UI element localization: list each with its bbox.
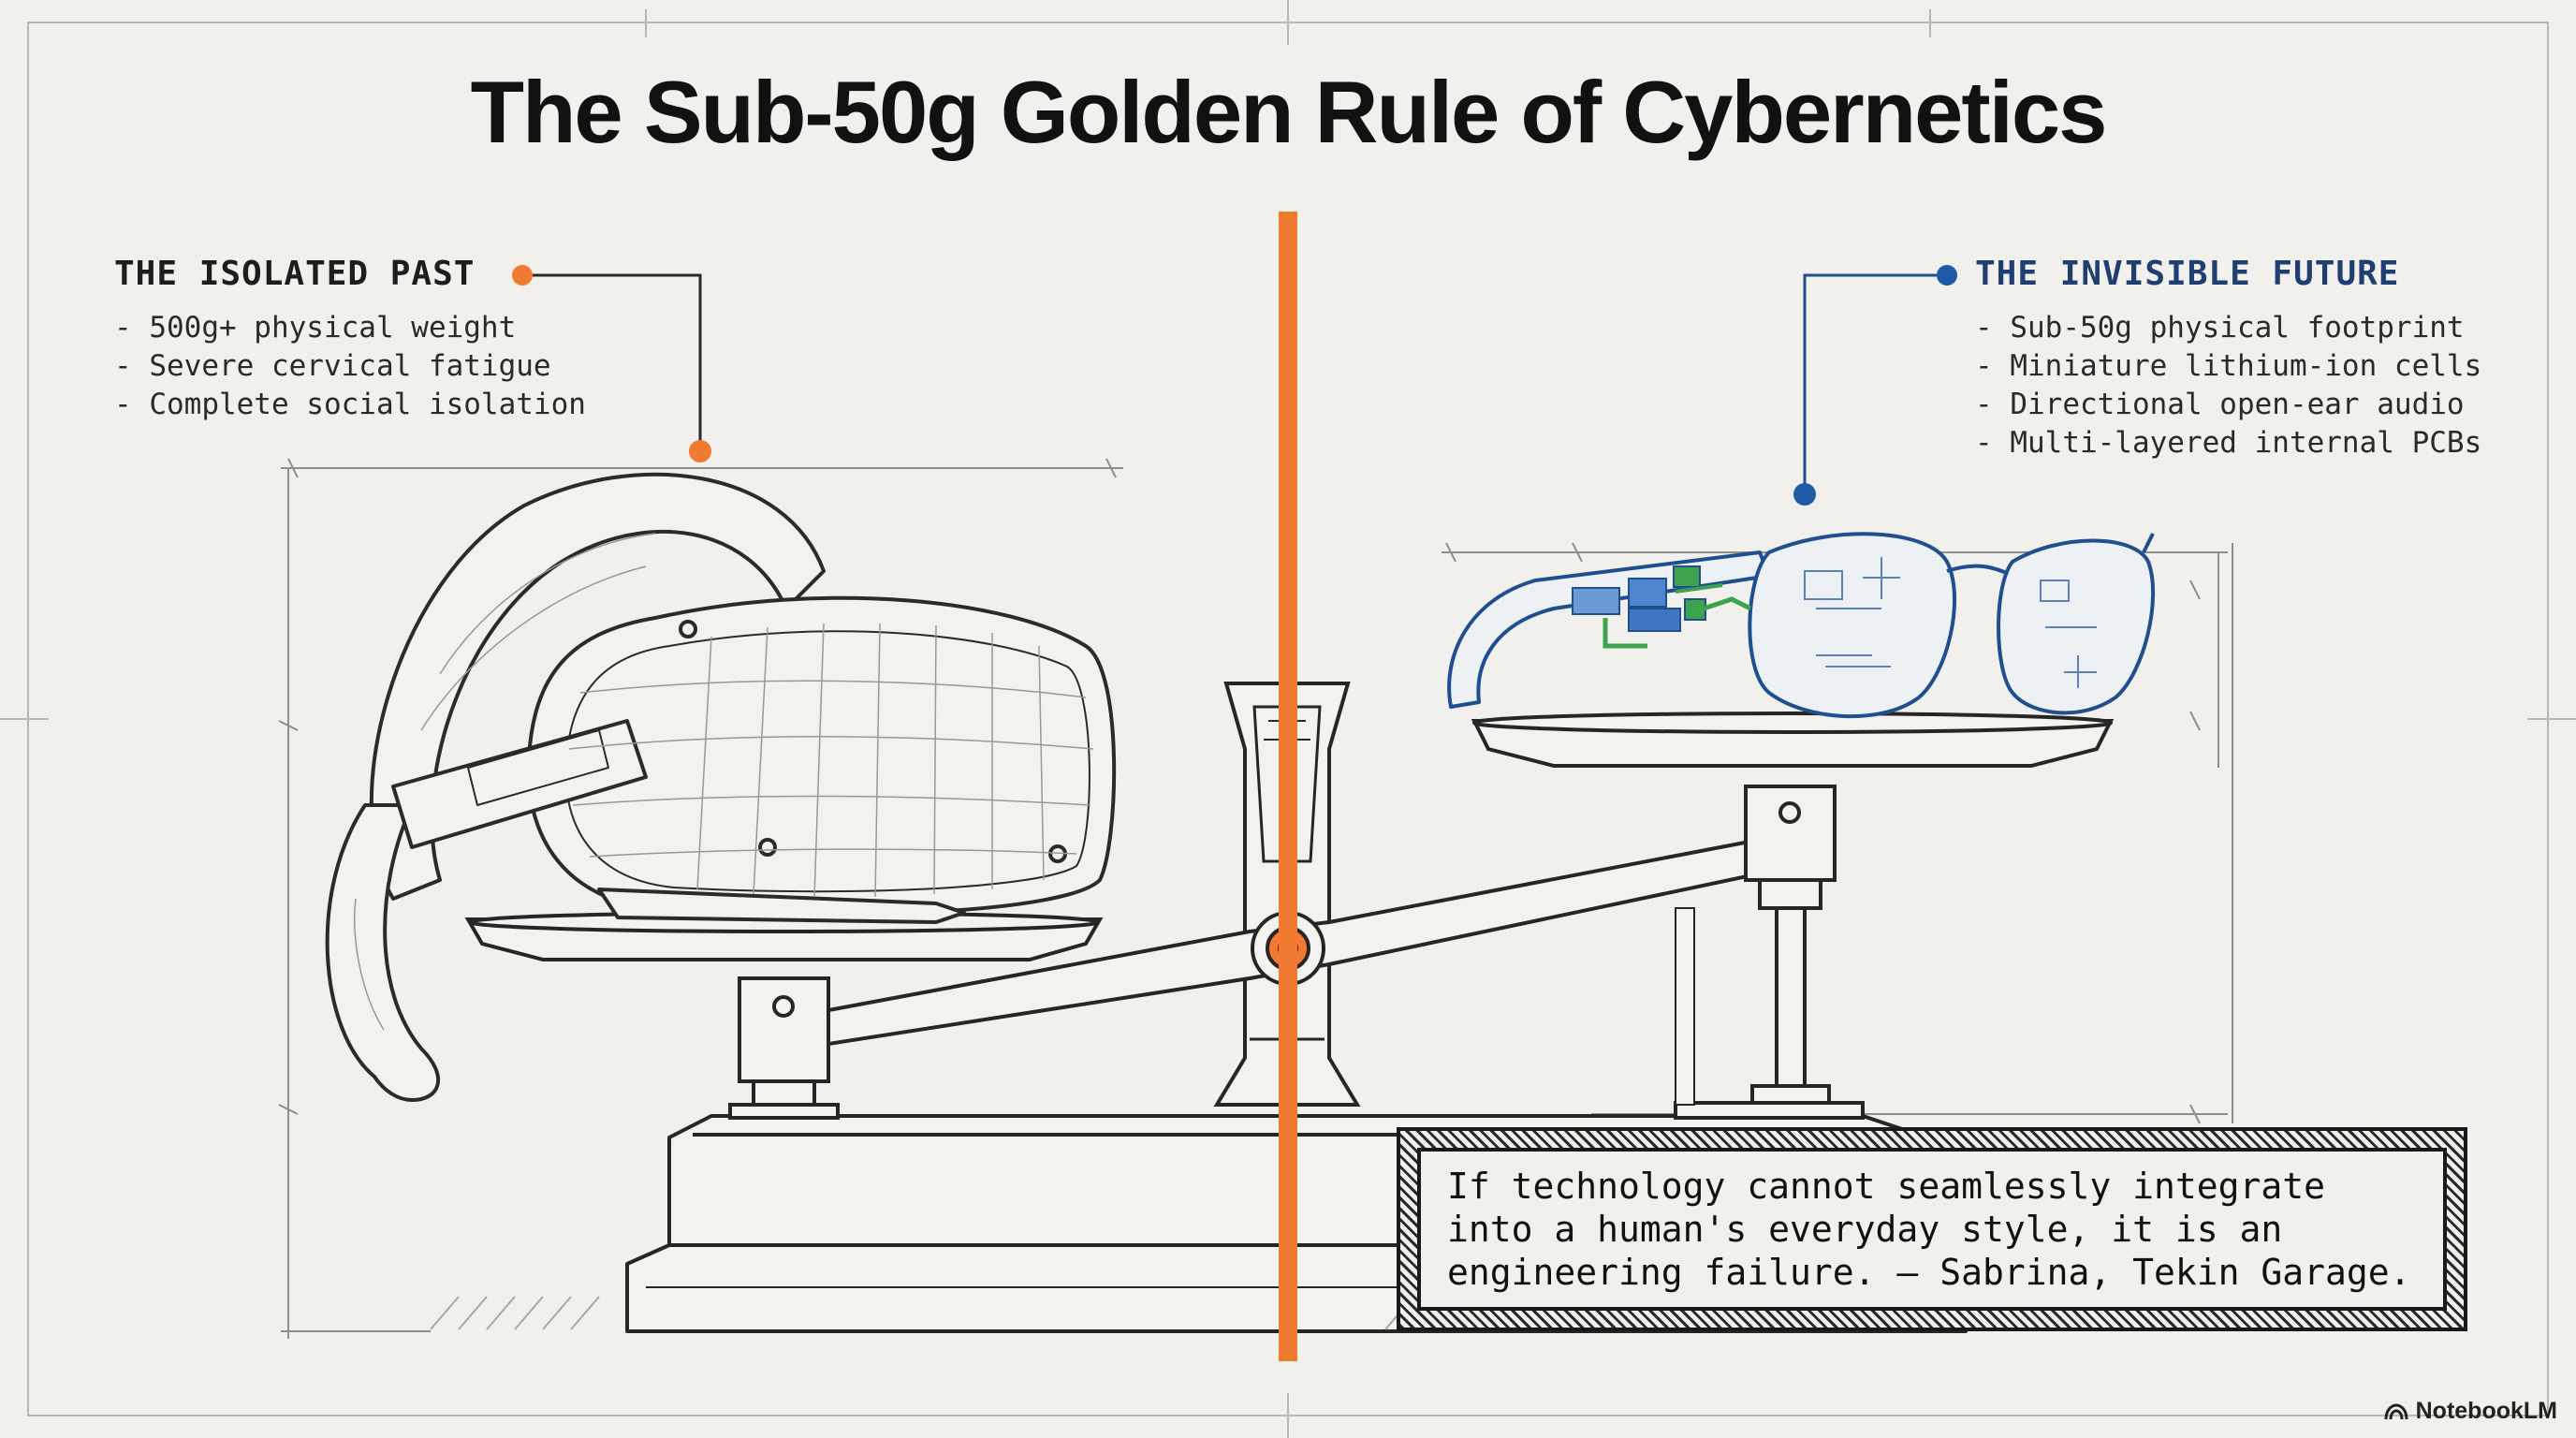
right-panel-bullets: Sub-50g physical footprint Miniature lit… <box>1975 309 2481 462</box>
vr-headset-drawing <box>325 472 1117 1102</box>
list-item: Sub-50g physical footprint <box>1975 309 2481 347</box>
right-panel-heading: THE INVISIBLE FUTURE <box>1975 255 2400 293</box>
quote-line: into a human's everyday style, it is an <box>1447 1209 2283 1250</box>
vr-headset-wireframe <box>354 533 1094 1031</box>
left-panel-heading: THE ISOLATED PAST <box>114 255 476 293</box>
left-pan-support <box>728 976 840 1120</box>
smart-glasses-drawing <box>1447 532 2156 719</box>
list-item: Complete social isolation <box>114 386 586 424</box>
left-panel-bullets: 500g+ physical weight Severe cervical fa… <box>114 309 586 424</box>
dimension-lines <box>278 458 2233 1339</box>
brand-watermark: NotebookLM <box>2384 1398 2557 1425</box>
glasses-pcb-components <box>1572 565 1752 649</box>
list-item: Multi-layered internal PCBs <box>1975 424 2481 462</box>
quote-line: engineering failure. — Sabrina, Tekin Ga… <box>1447 1252 2411 1293</box>
quote-inner-panel: If technology cannot seamlessly integrat… <box>1417 1148 2447 1311</box>
page-title: The Sub-50g Golden Rule of Cybernetics <box>470 63 2108 161</box>
right-pan <box>1471 712 2115 768</box>
right-callout-connector <box>1793 265 1957 506</box>
left-callout-connector <box>512 265 711 462</box>
glasses-hud-lines <box>1804 557 2097 688</box>
list-item: 500g+ physical weight <box>114 309 586 347</box>
center-divider-line <box>1279 212 1297 1361</box>
notebooklm-logo-icon <box>2384 1402 2408 1419</box>
right-pan-support <box>1674 785 1865 1120</box>
quote-box: If technology cannot seamlessly integrat… <box>1397 1127 2467 1331</box>
brand-label: NotebookLM <box>2415 1398 2557 1424</box>
list-item: Miniature lithium-ion cells <box>1975 347 2481 386</box>
list-item: Severe cervical fatigue <box>114 347 586 386</box>
list-item: Directional open-ear audio <box>1975 386 2481 424</box>
quote-line: If technology cannot seamlessly integrat… <box>1447 1166 2325 1207</box>
